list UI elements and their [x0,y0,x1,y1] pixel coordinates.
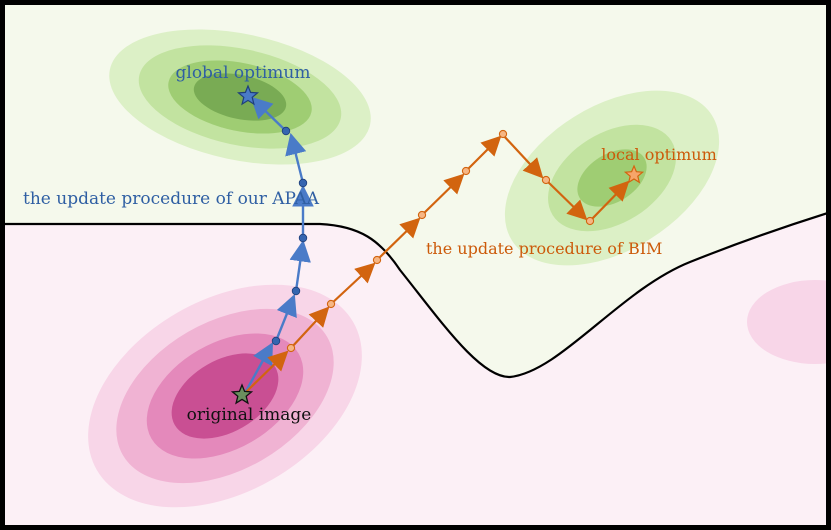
original-image-label: original image [187,405,312,425]
bim-markers [286,129,595,353]
global-optimum-star-icon [236,84,260,106]
apaa-markers [271,126,308,346]
original-image-star-icon [230,383,254,405]
bim-path [244,134,630,394]
global-optimum-contours [109,29,371,165]
pink-blob-right [747,280,826,364]
bim-path-label: the update procedure of BIM [426,239,662,258]
apaa-path-label: the update procedure of our APAA [23,189,320,209]
local-optimum-label: local optimum [601,145,717,164]
global-optimum-label: global optimum [176,63,311,83]
local-optimum-star-icon [623,164,645,184]
